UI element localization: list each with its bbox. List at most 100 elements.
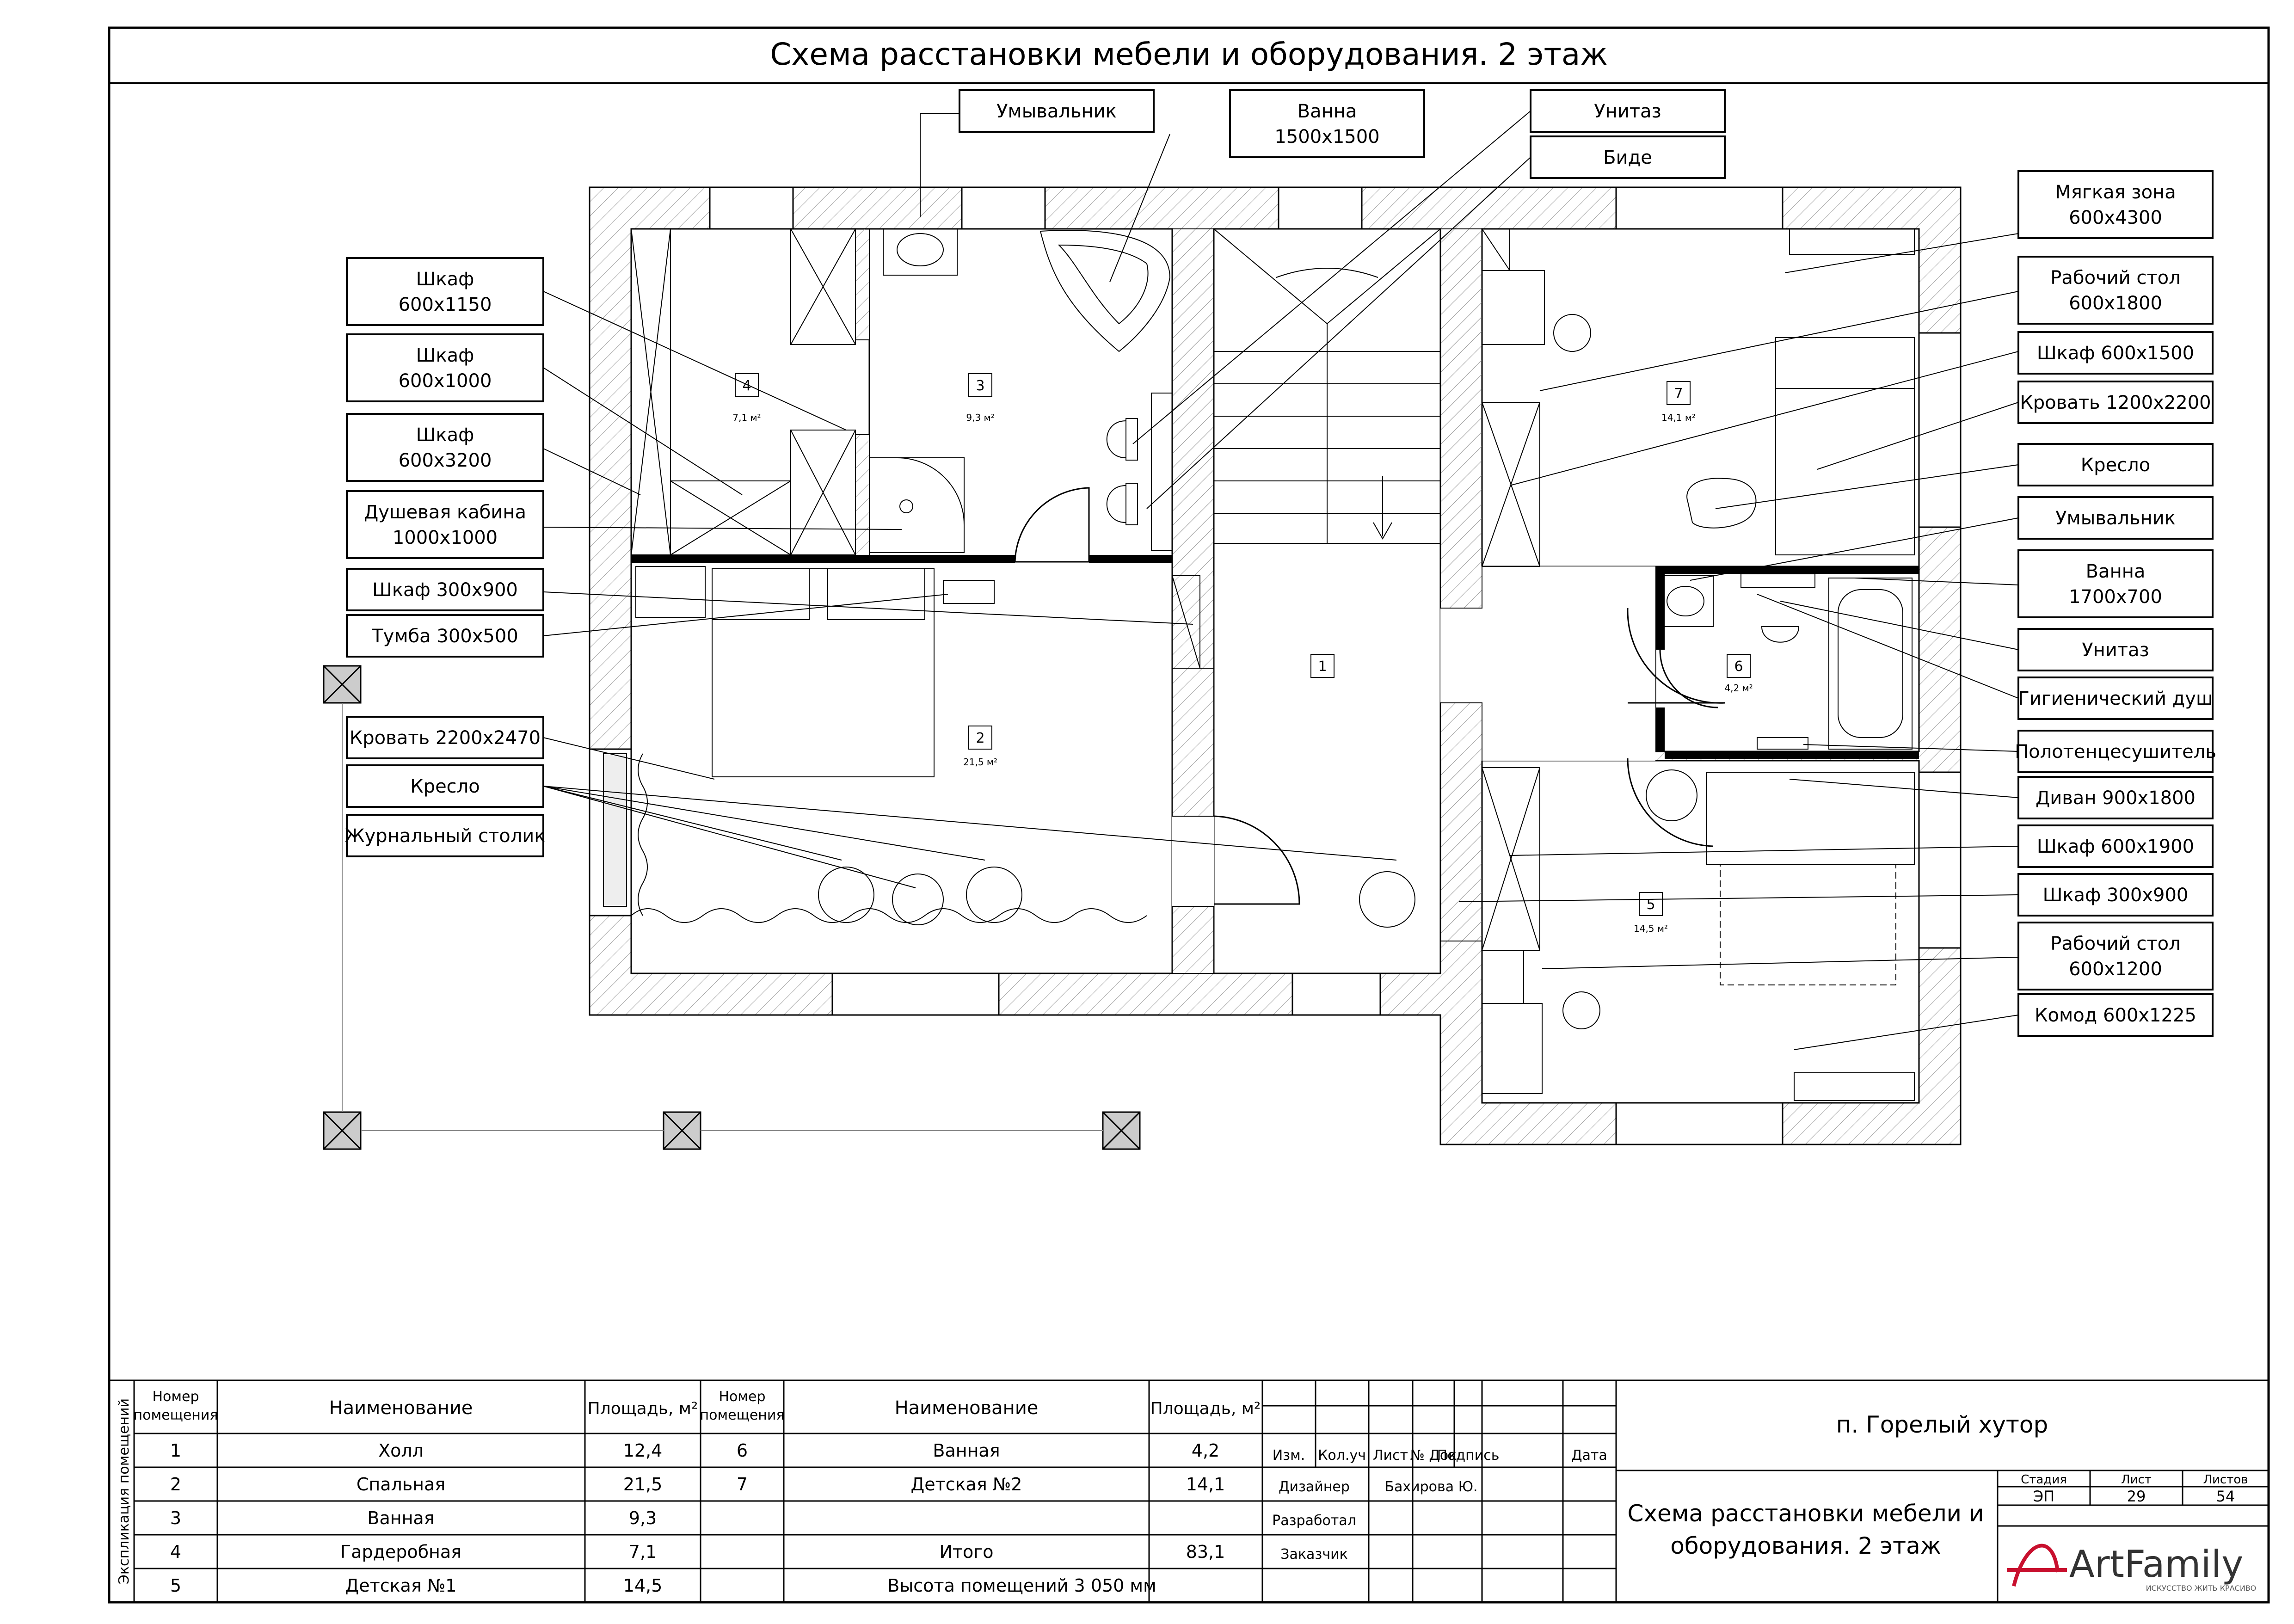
expl-row-name: Гардеробная [340, 1542, 461, 1562]
expl-header-area-left: Площадь, м² [588, 1399, 698, 1418]
stamp-col-ndok: № Док [1410, 1447, 1457, 1464]
callout-top-unitaz-top: Унитаз [1530, 89, 1726, 133]
expl-height-note: Высота помещений 3 050 мм [887, 1575, 1156, 1596]
svg-text:14,1 м²: 14,1 м² [1661, 412, 1696, 423]
callout-left-kreslo-l-line1: Кресло [410, 776, 480, 797]
svg-text:2: 2 [976, 730, 984, 746]
callout-top-umyv-top-line1: Умывальник [996, 101, 1117, 122]
stamp-text: Изм. Кол.уч Лист № Док Подпись Дата Диза… [1272, 1411, 2256, 1593]
expl-row-area: 21,5 [623, 1474, 663, 1495]
svg-text:4: 4 [742, 378, 751, 394]
room-tag-2: 2 21,5 м² [963, 726, 997, 768]
callout-right-stol-1800-line1: Рабочий стол [2050, 267, 2180, 289]
room5-furniture [1482, 767, 1915, 1101]
expl-row-num: 2 [170, 1474, 181, 1495]
callout-left-dush-line2: 1000x1000 [393, 527, 498, 548]
expl-row-area: 83,1 [1186, 1542, 1225, 1562]
floor-plan: 1 2 21,5 м² 3 9,3 м² 4 7,1 м² 5 14,5 м² [323, 186, 1962, 1150]
callout-left-stolik: Журнальный столик [345, 814, 546, 857]
room-6-area [1654, 566, 1920, 752]
expl-row-area: 9,3 [629, 1508, 657, 1528]
callout-left-tumba: Тумба 300x500 [346, 614, 544, 658]
callout-right-shkaf-1900-line1: Шкаф 600x1900 [2037, 836, 2194, 857]
svg-text:9,3 м²: 9,3 м² [966, 412, 994, 423]
callout-left-shkaf-3200-line2: 600x3200 [399, 450, 492, 471]
room-tag-7: 7 14,1 м² [1661, 381, 1696, 423]
callout-left-krovat-2200-line1: Кровать 2200x2470 [350, 727, 541, 749]
expl-row-area: 7,1 [629, 1542, 657, 1562]
expl-row-name: Ванная [367, 1508, 434, 1528]
callout-right-umyv-r-line1: Умывальник [2055, 508, 2176, 529]
callout-right-kreslo-r: Кресло [2017, 443, 2214, 486]
stamp-lists: 54 [2216, 1488, 2235, 1505]
room4-wardrobes [631, 228, 856, 555]
callout-left-stolik-line1: Журнальный столик [345, 825, 546, 847]
stamp-col-koluch: Кол.уч [1318, 1447, 1366, 1464]
leader-lines [543, 111, 2019, 1050]
stamp-stage: ЭП [2033, 1488, 2054, 1505]
room-tag-4: 4 7,1 м² [732, 373, 761, 423]
callout-top-bide-top-line1: Биде [1603, 147, 1652, 168]
stamp-col-list: Лист [1373, 1447, 1408, 1464]
explication-table [109, 1379, 2269, 1602]
callout-left-shkaf-1150-line2: 600x1150 [399, 294, 492, 315]
logo-subtext: ИСКУССТВО ЖИТЬ КРАСИВО [2146, 1584, 2257, 1593]
callout-right-unitaz-r: Унитаз [2017, 628, 2214, 671]
callout-right-divan-line1: Диван 900x1800 [2036, 787, 2196, 809]
expl-row-num: 5 [170, 1575, 181, 1596]
expl-row-name: Спальная [357, 1474, 445, 1495]
expl-header-name-left: Наименование [329, 1397, 473, 1419]
expl-row-name: Детская №2 [911, 1474, 1022, 1495]
callout-right-krovat-1200-line1: Кровать 1200x2200 [2020, 392, 2211, 413]
callout-right-vanna-r-line1: Ванна [2086, 561, 2146, 582]
callout-right-shkaf-300-900-r-line1: Шкаф 300x900 [2043, 885, 2189, 906]
columns [323, 665, 1141, 1150]
room7-furniture [1482, 228, 1915, 567]
expl-row-num: 6 [737, 1440, 748, 1461]
callout-right-myagkaya-line1: Мягкая зона [2055, 182, 2176, 203]
stamp-col-izm: Изм. [1273, 1447, 1305, 1464]
callout-right-divan: Диван 900x1800 [2017, 776, 2214, 819]
room-tags: 1 2 21,5 м² 3 9,3 м² 4 7,1 м² 5 14,5 м² [732, 373, 1753, 934]
expl-header-num-right-l1: Номер [719, 1389, 765, 1405]
rooms-3-4-area [630, 228, 1173, 563]
expl-row-area: 4,2 [1192, 1440, 1219, 1461]
callout-left-shkaf-1000-line2: 600x1000 [399, 370, 492, 392]
room2-furniture [603, 566, 1415, 928]
stamp-sheet-title-line2: оборудования. 2 этаж [1670, 1532, 1941, 1559]
svg-text:7: 7 [1674, 386, 1683, 402]
room-tag-3: 3 9,3 м² [966, 373, 995, 423]
callout-right-polotence: Полотенцесушитель [2015, 730, 2216, 773]
expl-row-area: 12,4 [623, 1440, 663, 1461]
stamp-role-customer: Заказчик [1280, 1546, 1347, 1562]
callout-left-krovat-2200: Кровать 2200x2470 [346, 716, 544, 759]
room-tag-1: 1 [1310, 654, 1335, 678]
expl-row-num: 1 [170, 1440, 181, 1461]
room-tag-5: 5 14,5 м² [1634, 892, 1668, 934]
callout-right-polotence-line1: Полотенцесушитель [2015, 741, 2216, 763]
expl-row-name: Холл [378, 1440, 424, 1461]
title-stamp [1262, 1380, 2269, 1602]
expl-row-name: Ванная [933, 1440, 1000, 1461]
callout-right-shkaf-1500: Шкаф 600x1500 [2017, 331, 2214, 375]
expl-row-name: Детская №1 [345, 1575, 457, 1596]
callouts-left: Шкаф600x1150Шкаф600x1000Шкаф600x3200Душе… [345, 257, 546, 857]
callout-right-gig-dush: Гигиенический душ [2017, 677, 2214, 720]
callout-right-shkaf-1500-line1: Шкаф 600x1500 [2037, 343, 2194, 364]
expl-row-num: 4 [170, 1542, 181, 1562]
stamp-col-data: Дата [1571, 1447, 1607, 1464]
callout-right-shkaf-300-900-r: Шкаф 300x900 [2017, 873, 2214, 917]
expl-row-area: 14,1 [1186, 1474, 1225, 1495]
expl-header-area-right: Площадь, м² [1150, 1399, 1261, 1418]
sheet-frame [108, 26, 2270, 1604]
callout-right-unitaz-r-line1: Унитаз [2082, 640, 2149, 661]
callout-right-krovat-1200: Кровать 1200x2200 [2017, 381, 2214, 424]
callout-left-shkaf-3200-line1: Шкаф [416, 424, 474, 446]
